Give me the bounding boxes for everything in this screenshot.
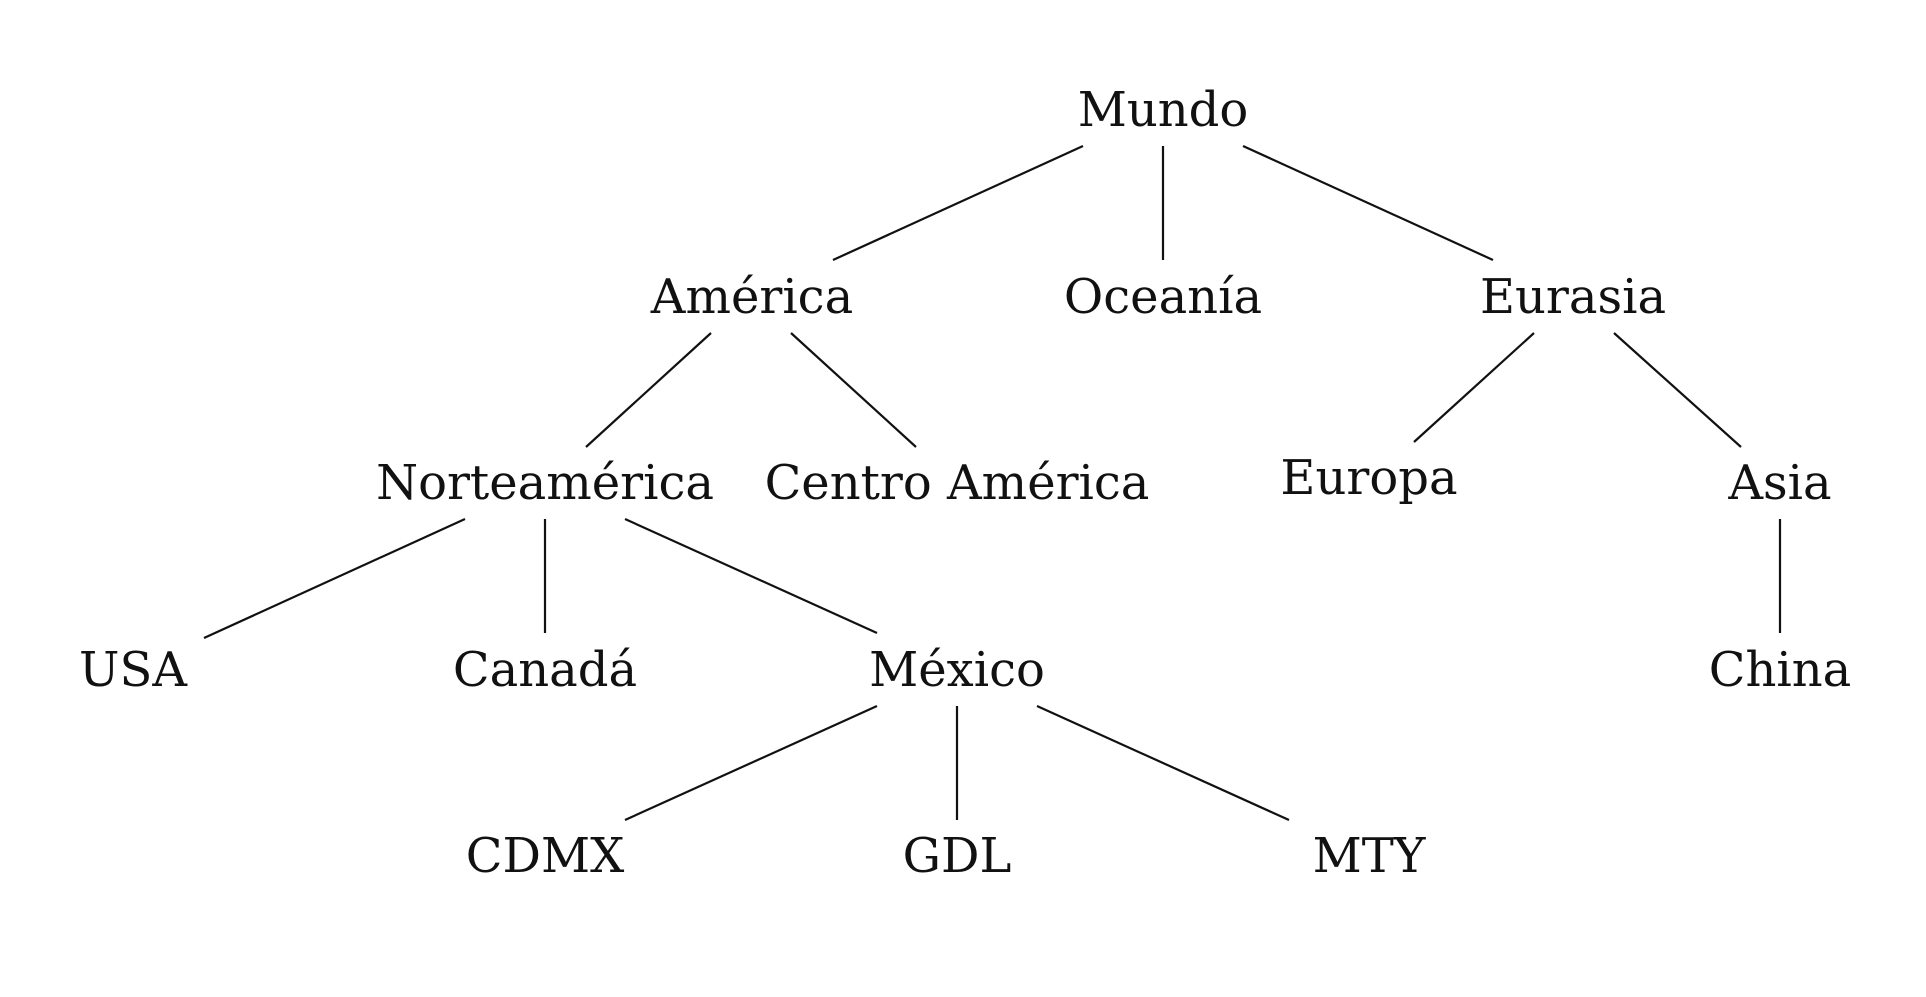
node-america: América: [650, 269, 853, 325]
node-centroamerica: Centro América: [765, 455, 1150, 511]
node-mundo: Mundo: [1078, 82, 1249, 138]
node-china: China: [1709, 642, 1852, 698]
node-mty: MTY: [1313, 828, 1427, 884]
edge-mexico-cdmx: [624, 704, 878, 822]
node-oceania: Oceanía: [1064, 269, 1262, 325]
tree-edges: [203, 144, 1782, 822]
node-usa: USA: [79, 642, 188, 698]
edge-eurasia-asia: [1613, 332, 1742, 448]
edge-america-centroamerica: [790, 332, 917, 448]
node-gdl: GDL: [903, 828, 1012, 884]
edge-eurasia-europa: [1413, 332, 1535, 443]
edge-america-norteamerica: [585, 332, 712, 448]
edge-norteamerica-usa: [203, 517, 466, 640]
node-mexico: México: [869, 642, 1045, 698]
node-canada: Canadá: [453, 642, 637, 698]
edge-mexico-mty: [1036, 704, 1290, 822]
node-eurasia: Eurasia: [1480, 269, 1666, 325]
edge-norteamerica-mexico: [624, 517, 878, 635]
tree-nodes: Mundo América Oceanía Eurasia Norteaméri…: [79, 82, 1851, 884]
node-europa: Europa: [1280, 450, 1457, 506]
edge-mundo-america: [832, 144, 1084, 262]
node-norteamerica: Norteamérica: [376, 455, 714, 511]
node-asia: Asia: [1727, 455, 1831, 511]
node-cdmx: CDMX: [466, 828, 625, 884]
edge-mundo-eurasia: [1242, 144, 1494, 262]
